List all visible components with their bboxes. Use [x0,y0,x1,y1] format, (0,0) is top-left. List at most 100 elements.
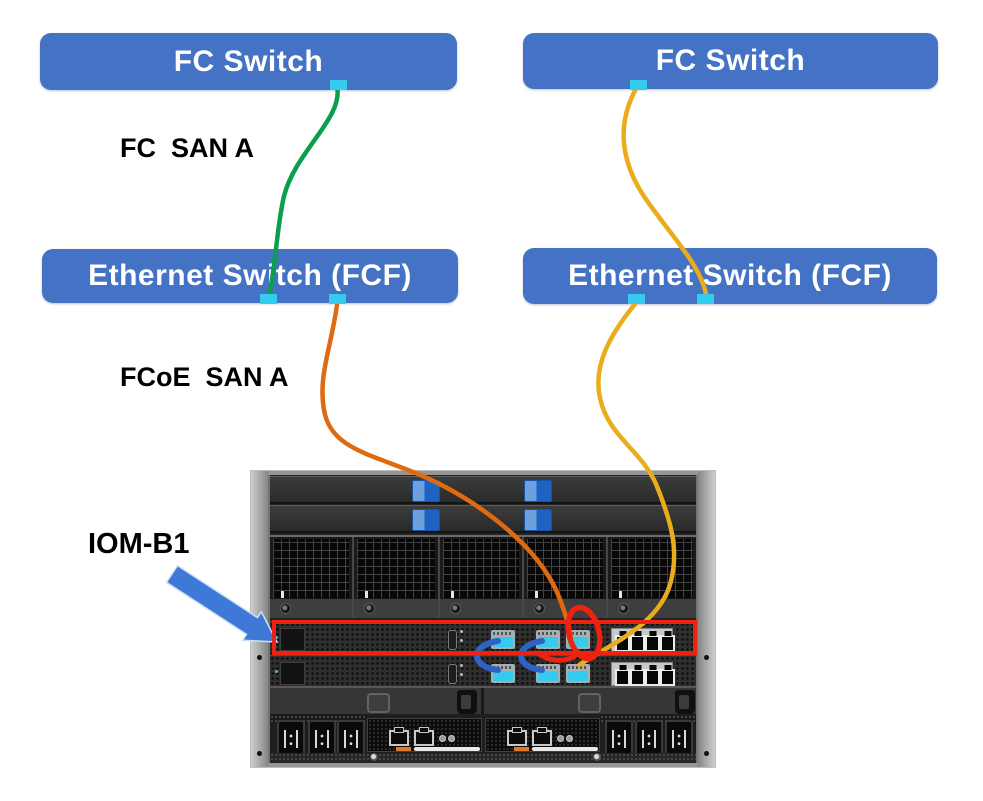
sled-bay-row-2 [270,505,696,533]
status-led [448,735,455,742]
fc-switch-left: FC Switch [40,33,457,90]
fan-module [440,537,524,618]
mgmt-rj45-port [414,730,434,746]
sled-handle [412,509,440,531]
sled-handle [412,480,440,502]
fan-screw [280,603,291,614]
sled-bay-row-1 [270,476,696,504]
eth-switch-left-port-1 [260,294,277,304]
chassis-screw [370,753,378,761]
chassis-body [268,475,698,763]
iom-indicator [460,673,463,676]
rack-ear-left [251,471,268,767]
frame-screw [257,751,262,756]
power-inlet [337,720,365,759]
fc-switch-right: FC Switch [523,33,938,89]
frame-screw [257,655,262,660]
iom-label-plate [280,662,305,685]
bottom-vent-strip [270,753,696,762]
rj45-port [660,669,675,686]
bay-divider [481,688,484,714]
fan-screw [534,603,545,614]
fan-module [270,537,354,618]
fc-san-a-label: FC SAN A [120,133,254,163]
psu-row [270,714,696,762]
fan-strip [524,598,606,618]
fan-tick [535,591,538,598]
vent-strip [270,715,366,723]
fcoe-san-a-label: FCoE SAN A [120,362,289,392]
eth-switch-right-port-2 [697,294,714,304]
bay-latch [457,690,477,715]
ethernet-switch-right-label: Ethernet Switch (FCF) [568,259,892,292]
fan-tick [619,591,622,598]
fc-switch-left-label: FC Switch [173,44,324,78]
rj45-port [615,669,630,686]
management-module-2 [485,718,600,752]
pull-handle-bar [414,747,480,751]
frame-screw [704,751,709,756]
fc-switch-right-port [630,80,647,90]
fan-mesh [273,539,349,599]
fan-screw [364,603,375,614]
eth-switch-left-port-2 [329,294,346,304]
iom-b2-port-3 [566,664,590,683]
fan-strip [440,598,522,618]
ethernet-switch-left: Ethernet Switch (FCF) [42,249,458,303]
mgmt-rj45-port [532,730,552,746]
pull-handle-bar [532,747,598,751]
status-led [557,735,564,742]
iom-b2-rj45-block [611,662,675,686]
ethernet-switch-left-label: Ethernet Switch (FCF) [88,259,412,292]
fan-screw [450,603,461,614]
iom-b2-port-1 [491,664,515,683]
bay-handle [578,693,601,713]
iom-b2-module [270,655,696,686]
iom-b1-label: IOM-B1 [88,528,190,560]
power-inlet [605,720,633,759]
fan-mesh [443,539,519,599]
ethernet-switch-right: Ethernet Switch (FCF) [523,248,937,304]
power-inlet [277,720,305,759]
sled-handle [524,509,552,531]
fan-tick [281,591,284,598]
iom-indicator [460,664,463,667]
release-tab [514,747,529,751]
fan-mesh [357,539,435,599]
bay-latch [675,690,695,715]
power-inlet [308,720,336,759]
mgmt-rj45-port [389,730,409,746]
fan-screw [618,603,629,614]
iom-status-led [275,670,278,673]
blank-bay-row [270,686,696,715]
bay-handle [367,693,390,713]
fc-switch-left-port [330,80,347,90]
fan-mesh [527,539,603,599]
chassis-rear-view [251,471,715,767]
mgmt-rj45-port [507,730,527,746]
fan-strip [270,598,352,618]
rack-ear-right [698,471,715,767]
fan-module [524,537,608,618]
vent-strip [600,715,696,723]
rj45-port [630,669,645,686]
eth-switch-right-port-1 [628,294,645,304]
iom-label-plate [280,628,305,651]
fan-panel [270,535,696,618]
fan-strip [608,598,696,618]
fc-switch-right-label: FC Switch [655,44,806,77]
fan-mesh [611,539,693,599]
iom-b2-port-2 [536,664,560,683]
release-tab [396,747,411,751]
status-led [439,735,446,742]
management-module-1 [367,718,482,752]
fan-strip [354,598,438,618]
sled-handle [524,480,552,502]
chassis-screw [593,753,601,761]
frame-screw [704,655,709,660]
rj45-port [645,669,660,686]
iom-b1-highlight-rect [272,620,697,655]
fan-tick [451,591,454,598]
fan-module [608,537,696,618]
iom-release-handle [448,664,457,684]
